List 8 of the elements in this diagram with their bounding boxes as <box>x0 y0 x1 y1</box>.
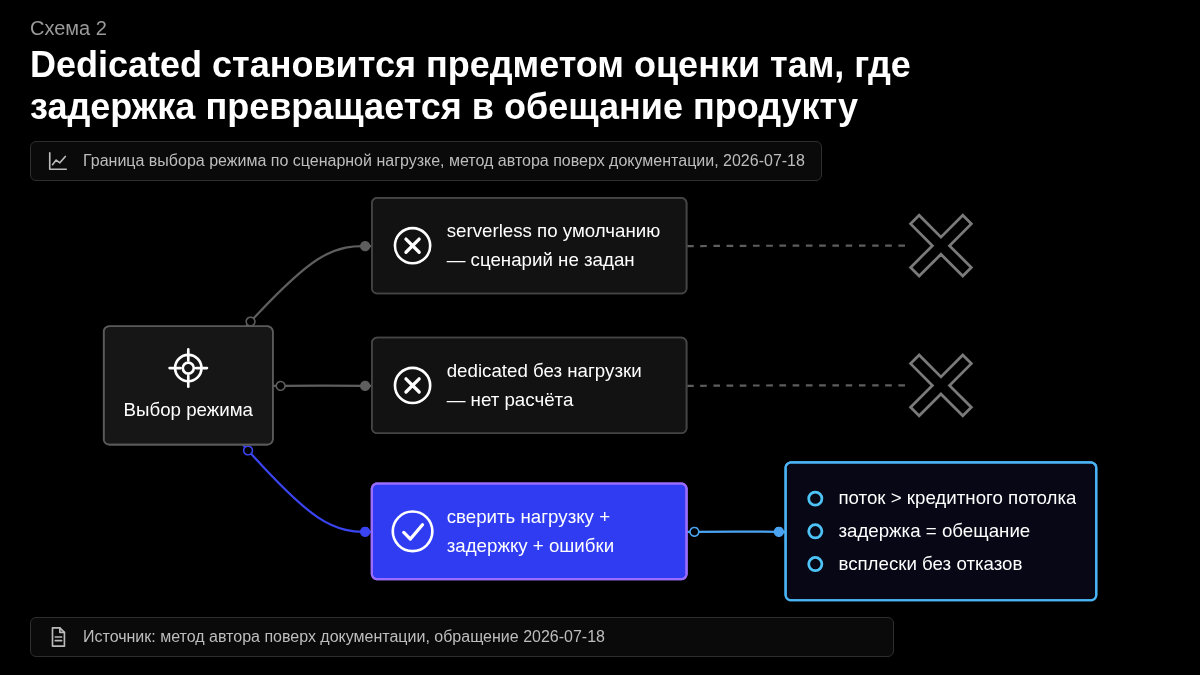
node-cross <box>908 353 974 418</box>
diagram-title: Dedicated становится предметом оценки там, где задержка превращается в обещание продукту <box>30 44 912 129</box>
connector <box>687 384 908 387</box>
connector <box>687 244 908 248</box>
subtitle-text: Граница выбора режима по сценарной нагрузке, метод автора поверх документации, 2026-07-18 <box>83 151 805 170</box>
node-cross <box>908 213 974 278</box>
figure-number: Схема 2 <box>30 16 107 40</box>
source-text: Источник: метод автора поверх документации, обращение 2026-07-18 <box>83 628 605 646</box>
